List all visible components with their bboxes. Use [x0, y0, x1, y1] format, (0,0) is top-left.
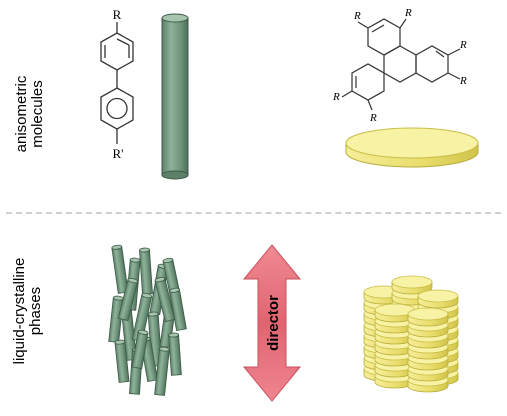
- substituent-r-top: R: [113, 7, 122, 22]
- nematic-rod: [139, 247, 153, 295]
- nematic-rod: [168, 332, 182, 376]
- nematic-rod: [154, 346, 170, 396]
- nematic-rod: [117, 277, 139, 322]
- nematic-rod: [111, 244, 129, 294]
- substituent-r-4: R: [459, 75, 467, 87]
- substituent-r-1: R: [353, 10, 361, 22]
- director-label: director: [265, 295, 282, 351]
- columnar-disc-stacks: [363, 275, 459, 393]
- biphenyl-structure: [100, 22, 134, 144]
- nematic-rod: [131, 329, 149, 370]
- columnar-disc: [391, 275, 433, 295]
- columnar-disc: [374, 303, 416, 323]
- rod-cylinder: [161, 13, 189, 180]
- columnar-disc: [417, 289, 459, 309]
- disc-cylinder: [345, 127, 479, 168]
- triphenylene-structure: [341, 18, 461, 111]
- nematic-rod-cluster: [108, 244, 187, 396]
- nematic-rod: [131, 292, 153, 343]
- director-arrow: [242, 244, 302, 402]
- section-divider: [6, 212, 501, 214]
- columnar-disc: [407, 307, 449, 327]
- nematic-rod: [154, 276, 176, 323]
- substituent-r-2: R: [404, 7, 412, 19]
- substituent-r-5: R: [332, 91, 340, 103]
- substituent-r-6: R: [369, 112, 377, 124]
- nematic-rod: [114, 339, 130, 383]
- substituent-r-prime: R': [112, 146, 123, 161]
- nematic-rod: [108, 295, 124, 343]
- substituent-r-3: R: [459, 39, 467, 51]
